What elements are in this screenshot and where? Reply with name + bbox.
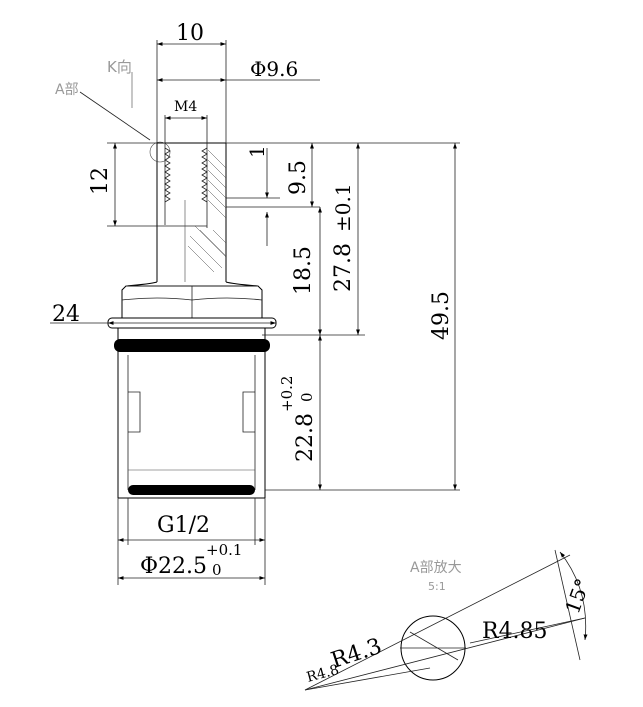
dim-thread-m4: M4: [174, 99, 197, 115]
dim-9-5: 9.5: [286, 160, 311, 195]
detail-title: A部放大: [410, 560, 462, 576]
dim-27-8: 27.8: [331, 243, 356, 292]
detail-angle: 15°: [560, 575, 595, 617]
detail-view: [304, 549, 588, 691]
detail-r-4-85: R4.85: [482, 619, 548, 644]
dim-thread-g12: G1/2: [157, 513, 210, 538]
dim-body-tol-lower: 0: [298, 392, 316, 402]
dimension-lines: [50, 40, 460, 585]
detail-scale: 5:1: [428, 580, 446, 593]
dim-height-12: 12: [88, 167, 113, 195]
dim-top-width: 10: [176, 21, 204, 46]
section-hatching: [187, 149, 227, 273]
k-view-label: K向: [107, 58, 132, 76]
dim-diameter-tol-lower: 0: [212, 561, 222, 579]
dim-diameter-tol-upper: +0.1: [206, 541, 242, 559]
dim-body-diameter: Φ22.5: [140, 554, 207, 579]
dim-body-tol-upper: +0.2: [278, 376, 296, 412]
dim-body-length: 22.8: [293, 413, 318, 462]
dim-total-height: 49.5: [429, 291, 454, 340]
detail-pointer-label: A部: [55, 82, 79, 98]
dim-outer-diameter: Φ9.6: [250, 57, 298, 81]
dim-18-5: 18.5: [291, 246, 316, 295]
dim-27-8-tolerance: ±0.1: [331, 183, 355, 232]
dim-hex-width: 24: [52, 302, 80, 327]
part-outline: [107, 142, 277, 499]
dim-1: 1: [245, 145, 269, 158]
